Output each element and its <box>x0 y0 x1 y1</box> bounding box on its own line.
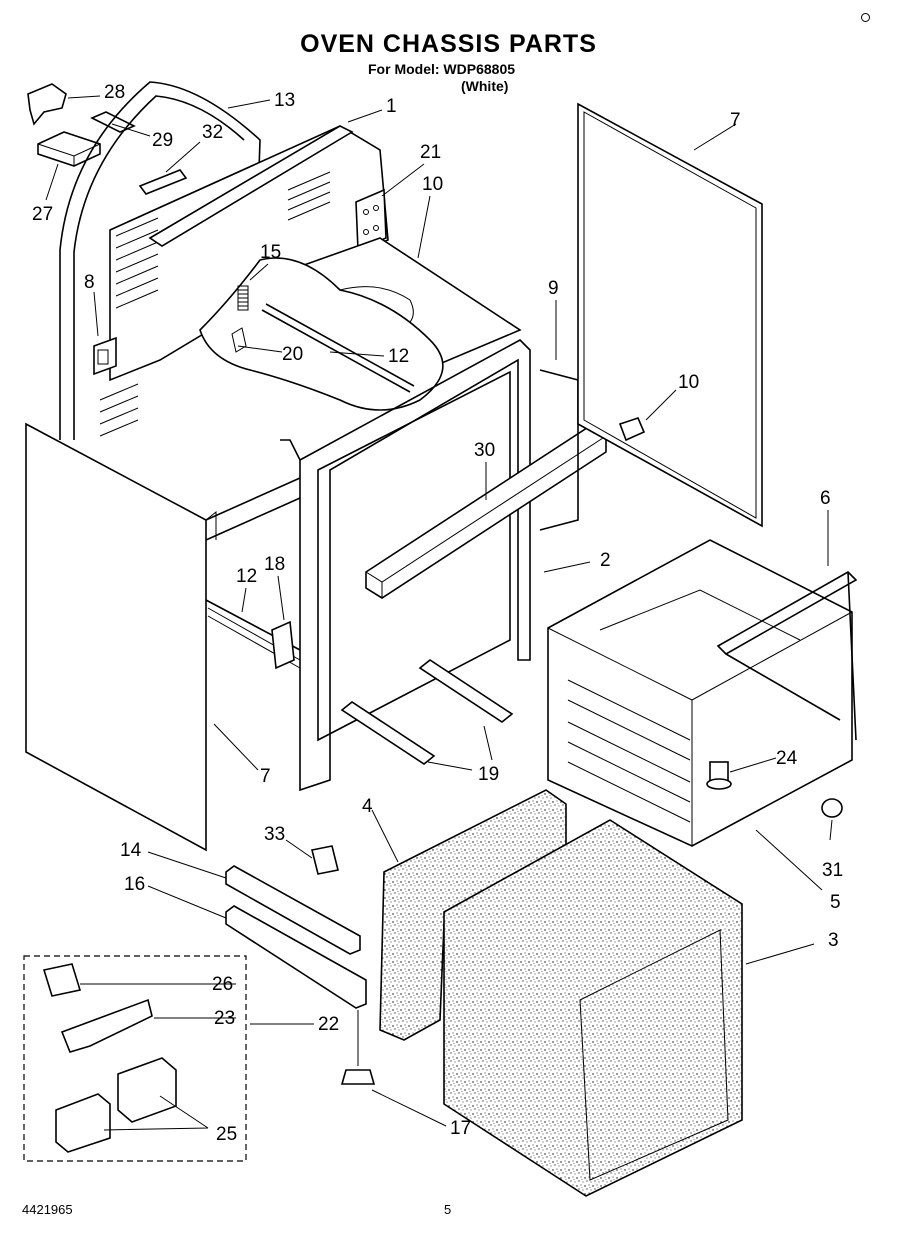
callout-7b: 7 <box>260 766 271 787</box>
callout-26: 25 <box>216 1124 237 1145</box>
part-spring <box>237 285 249 311</box>
callout-7a: 7 <box>730 110 741 131</box>
callout-32: 31 <box>822 860 843 881</box>
callout-18: 17 <box>450 1118 471 1139</box>
part-oven-rack <box>716 571 858 741</box>
page-title: OVEN CHASSIS PARTS <box>300 30 597 58</box>
part-tape <box>90 111 136 133</box>
callout-24: 23 <box>214 1008 235 1029</box>
callout-25: 24 <box>776 748 798 769</box>
part-oven-box <box>547 539 853 847</box>
part-side-panel-right <box>577 102 763 528</box>
callout-20: 19 <box>478 764 499 785</box>
variant-label: (White) <box>461 78 509 94</box>
part-front-rail-lower <box>225 905 367 1009</box>
callout-19: 18 <box>264 554 285 575</box>
callout-31: 30 <box>474 440 495 461</box>
part-rail-brackets <box>340 659 514 765</box>
callout-33: 32 <box>202 122 223 143</box>
part-clip <box>231 327 247 353</box>
callout-14: 13 <box>274 90 295 111</box>
corner-mark <box>861 13 870 22</box>
part-oven-insulation-wrap <box>443 819 743 1197</box>
callout-12: 12 <box>236 566 257 587</box>
callout-labels: 28 29 32 27 13 1 21 10 15 8 20 12 9 10 7… <box>32 82 843 1145</box>
callout-21: 20 <box>282 344 303 365</box>
callout-2: 2 <box>600 550 611 571</box>
callout-9: 9 <box>548 278 559 299</box>
part-terminal-block <box>138 169 188 195</box>
part-light-lens <box>821 798 843 818</box>
callout-15: 14 <box>120 840 142 861</box>
callout-13: 12 <box>388 346 409 367</box>
callout-17: 16 <box>124 874 145 895</box>
part-hinge-receptacle <box>93 336 117 376</box>
callout-5: 5 <box>830 892 841 913</box>
part-hinge-plate <box>355 188 387 252</box>
callout-10: 10 <box>678 372 699 393</box>
part-insulation-pad <box>37 131 101 167</box>
callout-22: 21 <box>420 142 441 163</box>
callout-4: 4 <box>362 796 373 817</box>
door-latch-assembly-box <box>23 955 247 1162</box>
part-cap <box>27 83 67 126</box>
callout-16: 15 <box>260 242 281 263</box>
part-clip-small <box>311 845 339 875</box>
part-rod <box>261 303 415 393</box>
leader-lines <box>45 95 833 1131</box>
part-bracket <box>271 620 295 670</box>
part-frame-top <box>148 125 354 247</box>
page-number: 5 <box>444 1202 452 1217</box>
part-vent-duct <box>59 81 261 440</box>
part-side-panel-left <box>25 422 217 852</box>
callout-1: 1 <box>386 96 397 117</box>
callout-23: 22 <box>318 1014 339 1035</box>
part-oven-light-socket <box>706 761 732 790</box>
callout-8: 8 <box>84 272 95 293</box>
part-front-rail <box>225 865 361 955</box>
callout-3: 3 <box>828 930 839 951</box>
callout-27: 26 <box>212 974 233 995</box>
callout-29: 28 <box>104 82 125 103</box>
part-connector <box>618 417 646 442</box>
callout-11: 10 <box>422 174 443 195</box>
callout-34: 33 <box>264 824 285 845</box>
document-number: 4421965 <box>22 1202 73 1217</box>
model-line: For Model: WDP68805 <box>368 61 516 77</box>
callout-30: 29 <box>152 130 173 151</box>
part-leveling-leg <box>340 1010 376 1085</box>
part-rear-panel <box>539 369 579 531</box>
callout-28: 27 <box>32 204 53 225</box>
callout-6: 6 <box>820 488 831 509</box>
